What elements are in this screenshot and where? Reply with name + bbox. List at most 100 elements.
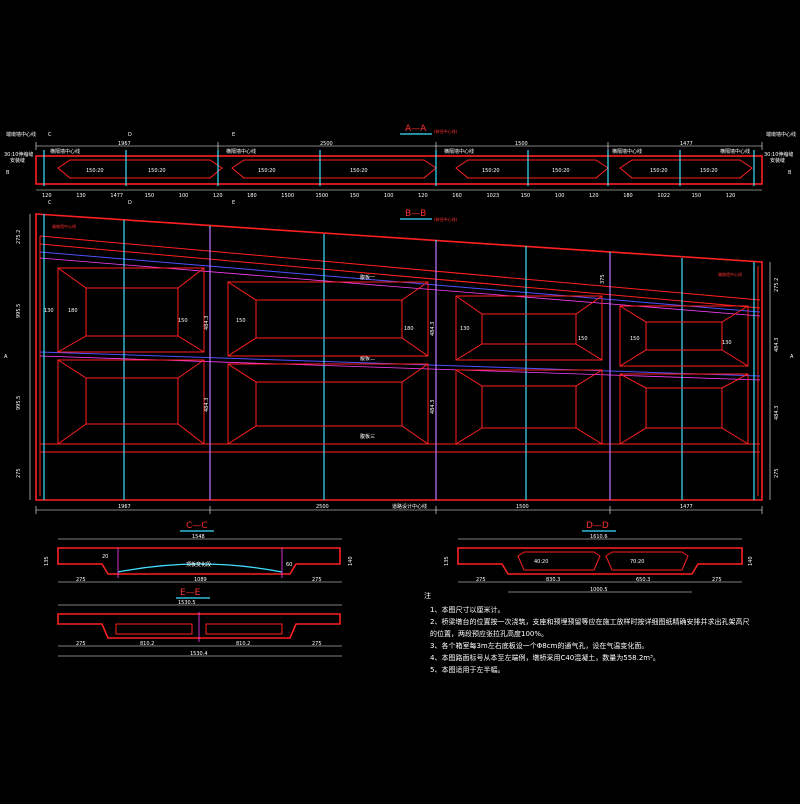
cc-side-dim-1: 135: [44, 556, 50, 566]
bb-panel-dim-5: 180: [404, 326, 414, 332]
note-1: 1、本图尺寸以厘米计。: [430, 605, 504, 614]
section-aa-subtitle: (跨径中心线): [434, 128, 458, 134]
dd-outline: [457, 547, 743, 575]
ee-box-right: [205, 623, 283, 635]
cc-inner-label: 顶板变化段: [186, 561, 211, 568]
aa-pier-label-1: 横隔墙中心线: [50, 148, 80, 155]
aa-pier-label-4: 横隔墙中心线: [612, 148, 642, 155]
dd-dim-3: 650.3: [636, 577, 650, 583]
aa-bottom-dim: 180: [247, 193, 257, 199]
aa-bottom-dim: 100: [179, 193, 189, 199]
bb-top-edge-inner: [39, 235, 761, 301]
bb-outline: [35, 213, 763, 501]
notes: 注 1、本图尺寸以厘米计。 2、桥梁墩台的位置按一次浇筑，支座和预埋预留等应在施…: [424, 591, 749, 674]
bb-marker-c: C: [48, 200, 52, 206]
section-bb-subtitle: (跨径中心线): [434, 216, 458, 222]
aa-bottom-dim: 120: [726, 193, 736, 199]
aa-deck-outline: [35, 155, 763, 185]
ee-total-dim: 1530.4: [190, 651, 208, 657]
bb-panels: [57, 267, 749, 445]
bb-left-dim-1: 275.2: [16, 230, 22, 244]
bb-web-label-2: 腹板二: [360, 355, 375, 362]
marker-c: C: [48, 132, 52, 138]
section-dd: D—D 1610.6 40:20 70:20 275 830.3 650.3 2…: [444, 521, 754, 593]
ee-dim-4: 275: [312, 641, 322, 647]
aa-bottom-dim: 150: [692, 193, 702, 199]
dd-dim-4: 275: [712, 577, 722, 583]
aa-bottom-dim: 130: [76, 193, 86, 199]
bb-panel-dim-3: 150: [178, 318, 188, 324]
aa-bottom-dim: 120: [213, 193, 223, 199]
dd-box-label-2: 70:20: [630, 559, 644, 565]
section-aa: A—A (跨径中心线) 端墩墙中心线 端墩墙中心线 30:10伸缩缝 安装缝 3…: [4, 124, 796, 199]
bb-panel-dim-4: 150: [236, 318, 246, 324]
cc-dim-2: 1089: [194, 577, 207, 583]
aa-box-label-7: 150:20: [650, 168, 668, 174]
note-2: 2、桥梁墩台的位置按一次浇筑，支座和预埋预留等应在施工放样时按详细图纸精确安排并…: [430, 617, 749, 626]
dd-dim-2: 830.3: [546, 577, 560, 583]
aa-top-dim-4: 1477: [680, 141, 693, 147]
bb-right-dim-3: 484.3: [774, 406, 780, 420]
ee-dim-1: 275: [76, 641, 86, 647]
bb-panel-dim-1: 130: [44, 308, 54, 314]
ee-box-left: [115, 623, 193, 635]
dd-box-label-1: 40:20: [534, 559, 548, 565]
marker-b-right: B: [788, 170, 792, 176]
aa-box-3: [455, 159, 609, 179]
dd-box-left: [517, 551, 601, 571]
bb-panel-dim-2: 180: [68, 308, 78, 314]
aa-box-label-8: 150:20: [700, 168, 718, 174]
section-ee: E—E 1530.5 275 810.2 810.2 275 1530.4: [57, 588, 342, 657]
bb-bottom-dim-1: 1967: [118, 504, 131, 510]
cc-top-curve: [117, 563, 283, 573]
dd-dim-1: 275: [476, 577, 486, 583]
bb-panel-dim-8: 150: [630, 336, 640, 342]
section-bb: B—B (跨径中心线) C D E A A 端墩墙中心线 端墩墙中心线 腹板一 …: [4, 200, 794, 514]
bb-bottom-dim-4: 1477: [680, 504, 693, 510]
bb-left-dim-2: 995.5: [16, 304, 22, 318]
dd-top-dim: 1610.6: [590, 534, 608, 540]
bb-bottom-label: 道路设计中心线: [392, 503, 427, 510]
aa-top-dim-1: 1967: [118, 141, 131, 147]
section-aa-right-bottom-label: 30:10伸缩缝: [764, 151, 793, 158]
bb-right-label: 端墩墙中心线: [718, 271, 742, 277]
marker-b-left: B: [6, 170, 10, 176]
section-ee-title: E—E: [180, 588, 201, 598]
dd-box-right: [605, 551, 689, 571]
bb-right-dim-4: 275: [774, 468, 780, 478]
aa-box-label-6: 150:20: [552, 168, 570, 174]
aa-bottom-dim: 150: [145, 193, 155, 199]
aa-bottom-dim: 150: [521, 193, 531, 199]
aa-bottom-dim: 150: [350, 193, 360, 199]
bb-top-edge-inner2: [39, 243, 761, 309]
bb-marker-d: D: [128, 200, 132, 206]
bb-mid-dim-1: 375: [600, 274, 606, 284]
bb-marker-a-left: A: [4, 354, 8, 360]
aa-box-label-3: 150:20: [258, 168, 276, 174]
ee-dim-3: 810.2: [236, 641, 250, 647]
section-bb-title: B—B: [405, 209, 426, 219]
marker-d: D: [128, 132, 132, 138]
bb-mid-dim-5: 484.3: [430, 400, 436, 414]
note-4: 4、本图路面标号从本至左端例，墩桥采用C40混凝土，数量为558.2m³。: [430, 653, 660, 662]
cc-side-dim-4: 140: [348, 556, 354, 566]
aa-box-label-5: 150:20: [482, 168, 500, 174]
ee-top-dim: 1530.5: [178, 600, 196, 606]
notes-heading: 注: [424, 591, 431, 600]
aa-pier-label-2: 横隔墙中心线: [226, 148, 256, 155]
aa-bottom-dim: 180: [623, 193, 633, 199]
aa-bottom-dim: 1022: [657, 193, 670, 199]
section-aa-left-bottom-label: 30:10伸缩缝: [4, 151, 33, 158]
aa-bottom-dim: 100: [555, 193, 565, 199]
bb-bottom-dim-2: 2500: [316, 504, 329, 510]
bb-mid-dim-3: 484.3: [204, 398, 210, 412]
bb-guide-lines: [209, 228, 611, 500]
bb-mid-dim-2: 484.3: [204, 316, 210, 330]
aa-bottom-dim: 160: [452, 193, 462, 199]
bb-right-dim-2: 484.3: [774, 338, 780, 352]
aa-pier-label-5: 横隔墙中心线: [720, 148, 750, 155]
aa-top-dim-3: 1500: [515, 141, 528, 147]
aa-bottom-dim: 120: [418, 193, 428, 199]
